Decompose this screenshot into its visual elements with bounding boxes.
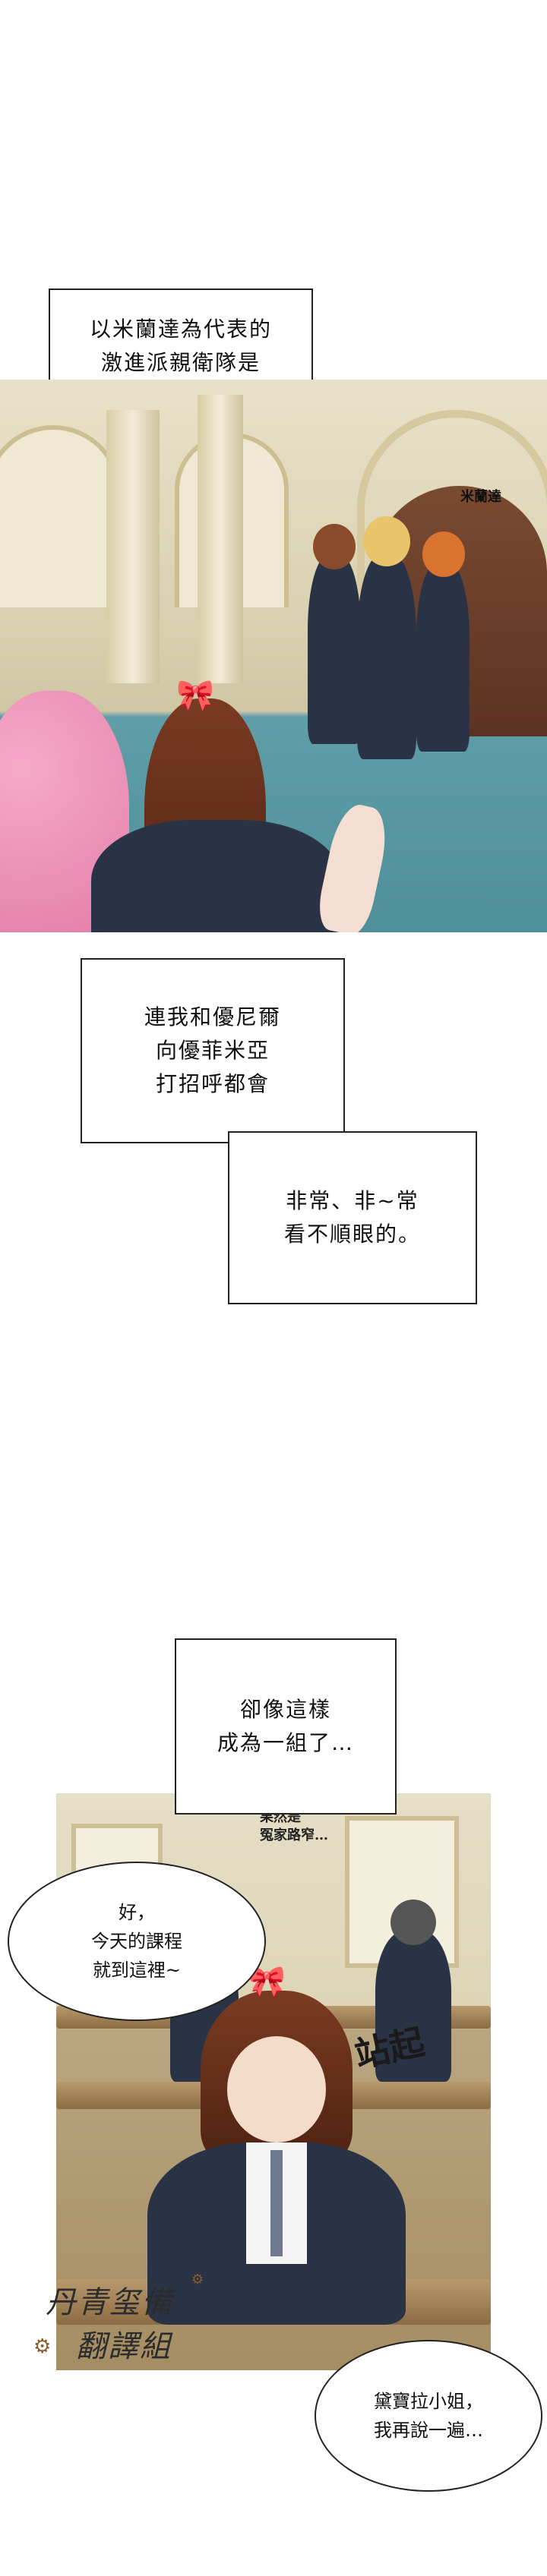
speech-bubble-classmate: 黛寶拉小姐， 我再說一遍… [315, 2340, 542, 2492]
student-back-right-head [390, 1900, 436, 1945]
caption-text-4: 卻像這樣 成為一組了… [217, 1697, 354, 1755]
panel-hallway: 🎀 米蘭達 [0, 380, 547, 932]
caption-text-2: 連我和優尼爾 向優菲米亞 打招呼都會 [144, 1004, 281, 1096]
red-bow-icon: 🎀 [176, 678, 214, 713]
guard-girl-right [416, 562, 470, 752]
speech-text-teacher: 好， 今天的課程 就到這裡~ [91, 1902, 182, 1981]
caption-box-3: 非常、非~常 看不順眼的。 [228, 1131, 477, 1304]
speech-bubble-teacher: 好， 今天的課程 就到這裡~ [8, 1862, 266, 2021]
logo-line-1: 丹青玺備 [46, 2285, 173, 2320]
hallway-arch-left [0, 425, 122, 607]
name-tag-label: 米蘭達 [460, 489, 501, 505]
caption-box-2: 連我和優尼爾 向優菲米亞 打招呼都會 [81, 958, 345, 1143]
brown-hair-uniform [91, 820, 342, 932]
guard-girl-center-head [363, 516, 410, 566]
caption-text-1: 以米蘭達為代表的 激進派親衛隊是 [89, 317, 272, 375]
caption-text-3: 非常、非~常 看不順眼的。 [283, 1188, 421, 1247]
guard-girl-left [308, 554, 361, 744]
hallway-pillar [106, 410, 160, 683]
student-back-right [375, 1930, 451, 2082]
main-girl-face [227, 2036, 326, 2142]
doorway-arch [357, 410, 547, 661]
logo-line-2: 翻譯組 [76, 2329, 172, 2364]
guard-girl-center [357, 554, 416, 759]
translator-logo: 丹青玺備 翻譯組 [46, 2278, 173, 2366]
hallway-pillar-2 [198, 395, 243, 683]
guard-girl-left-head [313, 524, 356, 569]
guard-girl-right-head [422, 531, 465, 577]
main-girl-tie [270, 2150, 283, 2256]
caption-box-4: 卻像這樣 成為一組了… [175, 1638, 397, 1815]
speech-text-classmate: 黛寶拉小姐， 我再說一遍… [374, 2391, 483, 2441]
gear-icon-small: ⚙ [191, 2272, 204, 2288]
gear-icon: ⚙ [33, 2335, 52, 2358]
